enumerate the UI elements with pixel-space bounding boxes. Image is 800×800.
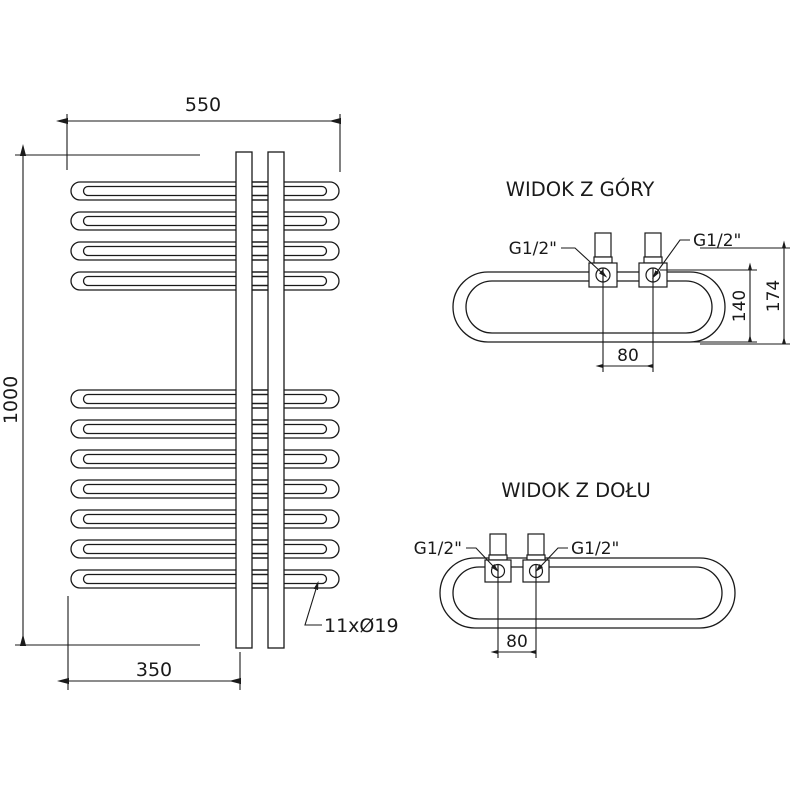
bottom-view-label-right: G1/2" <box>571 539 619 559</box>
front-view-tube-lower-group <box>70 389 340 589</box>
top-view-label-outer-depth: 174 <box>764 280 784 312</box>
tube-element <box>70 419 340 439</box>
tube-element <box>70 241 340 261</box>
front-view-rail-crossings <box>252 181 268 589</box>
top-view-label-right: G1/2" <box>693 231 741 251</box>
dimension-inner-width <box>57 596 241 690</box>
tube-element <box>70 389 340 409</box>
top-view-connection-left <box>588 232 618 288</box>
bottom-view-geometry <box>439 557 736 629</box>
callout-leader-tube-count <box>304 580 322 626</box>
top-view-leader-left <box>561 247 608 278</box>
bottom-view-label-left: G1/2" <box>414 539 462 559</box>
top-view-dimension-spacing <box>595 280 654 372</box>
callout-label-tube-count: 11xØ19 <box>324 615 399 637</box>
tube-element <box>70 271 340 291</box>
top-view-title: WIDOK Z GÓRY <box>506 177 655 201</box>
bottom-view-leader-left <box>466 547 499 573</box>
dimension-label-height: 1000 <box>0 376 22 424</box>
bottom-view-leader-right <box>535 547 568 573</box>
top-view-label-inner-depth: 140 <box>730 290 750 322</box>
front-view-vertical-rails <box>235 151 285 649</box>
tube-element <box>70 449 340 469</box>
tube-element <box>70 181 340 201</box>
dimension-label-width: 550 <box>185 94 221 116</box>
tube-element <box>70 211 340 231</box>
top-view-label-left: G1/2" <box>509 239 557 259</box>
top-view-dimension-inner-depth <box>660 262 757 343</box>
bottom-view-connection-left <box>484 533 512 583</box>
front-view-tube-upper-group <box>70 181 340 291</box>
tube-element <box>70 479 340 499</box>
top-view-leader-right <box>652 239 690 279</box>
bottom-view-title: WIDOK Z DOŁU <box>501 479 651 502</box>
top-view-dimension-outer-depth <box>700 240 790 345</box>
bottom-view-label-spacing: 80 <box>506 632 528 652</box>
front-view-geometry <box>70 151 340 649</box>
top-view-connection-right <box>638 232 668 288</box>
bottom-view-connection-right <box>522 533 550 583</box>
tube-element <box>70 539 340 559</box>
bottom-view-dimension-spacing <box>490 576 537 658</box>
tube-element <box>70 509 340 529</box>
top-view-label-spacing: 80 <box>617 346 639 366</box>
dimension-overall-width <box>56 114 341 172</box>
dimension-overall-height <box>15 144 200 646</box>
dimension-label-inner-width: 350 <box>136 659 172 681</box>
tube-element <box>70 569 340 589</box>
